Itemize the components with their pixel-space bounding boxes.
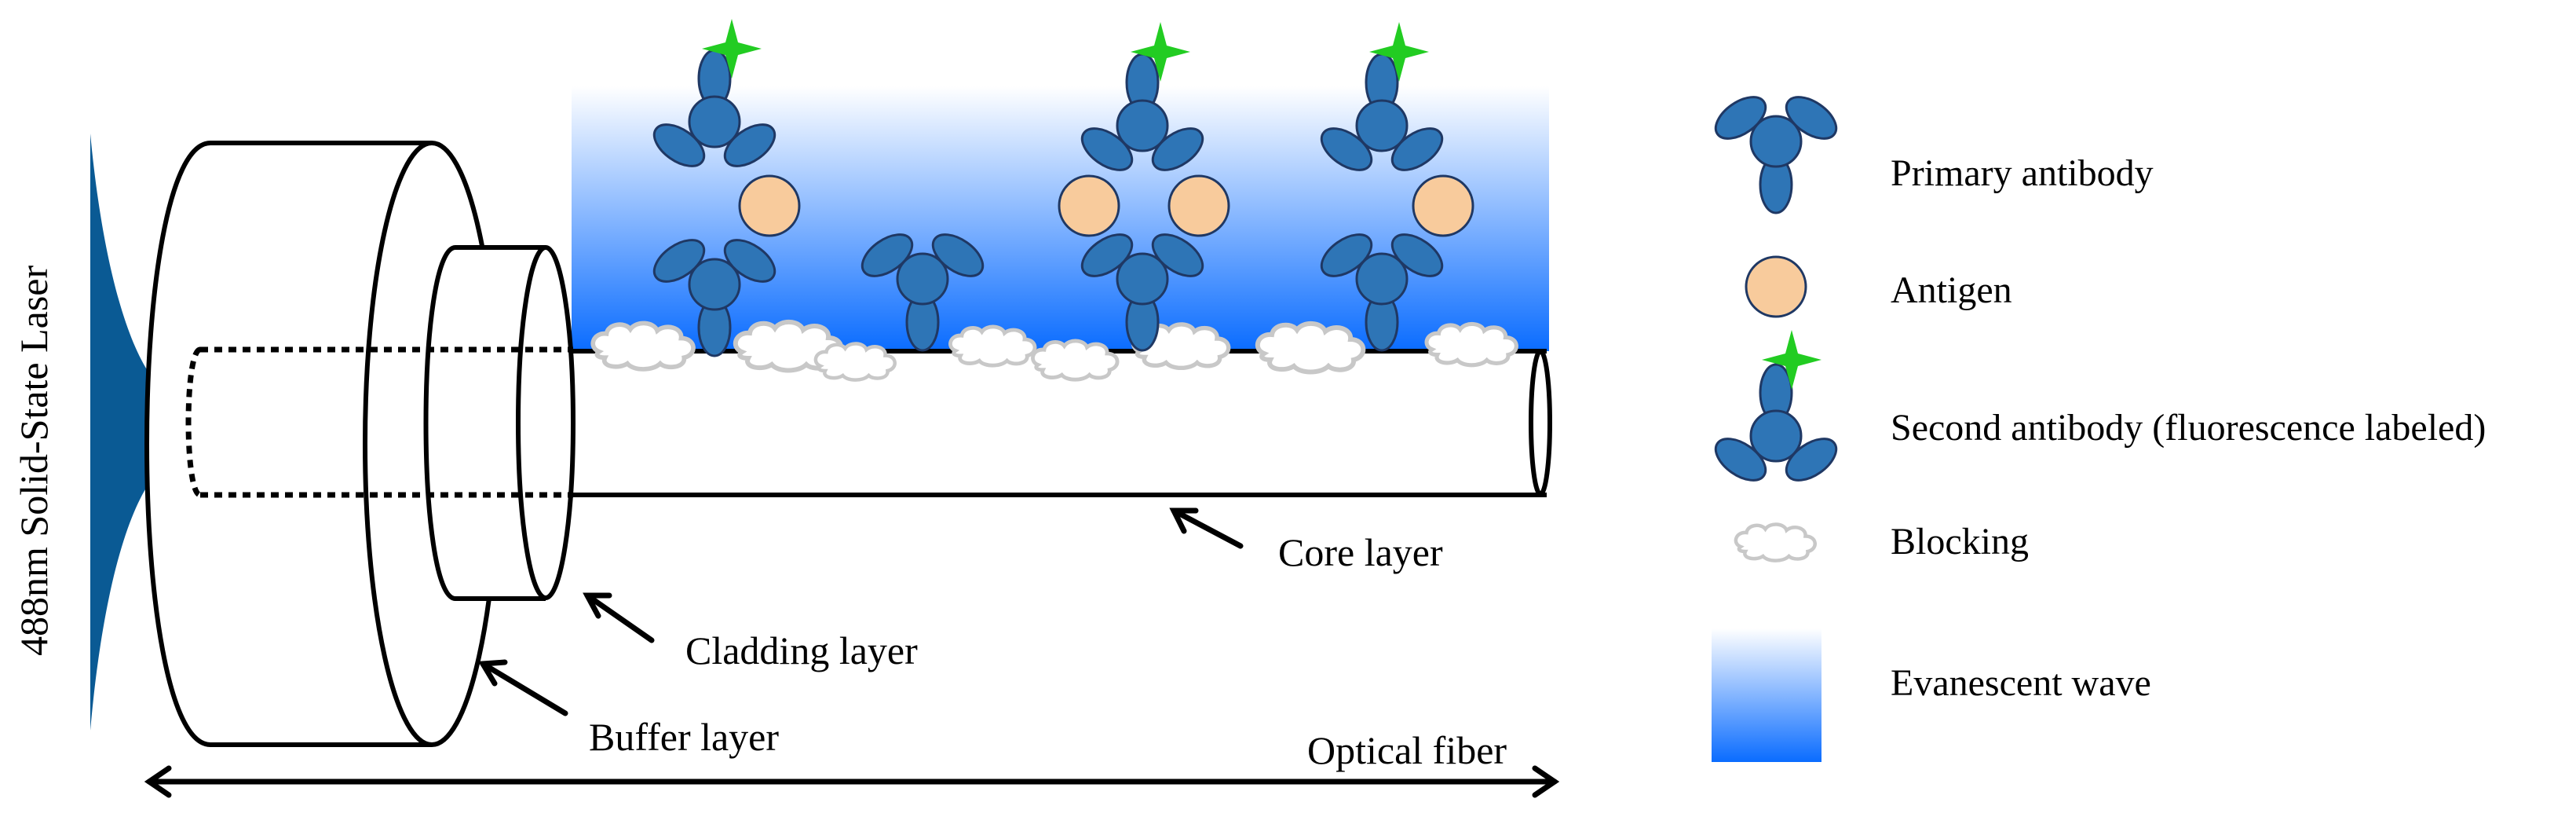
cladding-layer-label: Cladding layer xyxy=(685,628,918,672)
legend-second-antibody-label: Second antibody (fluorescence labeled) xyxy=(1891,407,2486,449)
legend-evanescent-wave-label: Evanescent wave xyxy=(1891,662,2151,704)
buffer-layer-label: Buffer layer xyxy=(589,715,779,759)
legend-blocking-label: Blocking xyxy=(1891,521,2029,562)
legend: Primary antibody Antigen Second antibody… xyxy=(1707,87,2486,762)
legend-evanescent-wave-swatch xyxy=(1712,628,1821,762)
blocking-cloud xyxy=(593,323,693,368)
blocking-cloud xyxy=(1427,324,1516,365)
cladding-layer xyxy=(423,245,575,601)
antibody-complexes xyxy=(645,19,1474,357)
antigen xyxy=(1412,174,1474,237)
blocking-cloud xyxy=(950,327,1035,365)
legend-antigen-icon xyxy=(1745,255,1807,318)
legend-primary-antibody-icon xyxy=(1707,87,1845,214)
legend-second-antibody-icon xyxy=(1707,363,1845,490)
antigen xyxy=(738,174,801,237)
legend-primary-antibody-label: Primary antibody xyxy=(1891,152,2154,194)
laser-label: 488nm Solid-State Laser xyxy=(12,266,56,656)
cladding-arrow xyxy=(584,592,655,643)
blocking-cloud xyxy=(816,343,895,379)
blocking-cloud xyxy=(1032,341,1117,379)
buffer-arrow xyxy=(480,661,568,716)
core-layer-label: Core layer xyxy=(1278,530,1443,574)
hidden-core-outline xyxy=(185,346,573,498)
antigen xyxy=(1167,174,1230,237)
optical-fiber-label: Optical fiber xyxy=(1307,728,1507,772)
legend-blocking-icon xyxy=(1736,524,1815,560)
pointer-arrows xyxy=(478,507,1244,716)
antigen xyxy=(1058,174,1120,237)
core-arrow xyxy=(1171,507,1244,549)
blocking-cloud xyxy=(1258,324,1364,372)
laser-beam-profile xyxy=(90,134,181,731)
legend-antigen-label: Antigen xyxy=(1891,269,2012,311)
optical-fiber-length-arrow xyxy=(144,765,1560,798)
